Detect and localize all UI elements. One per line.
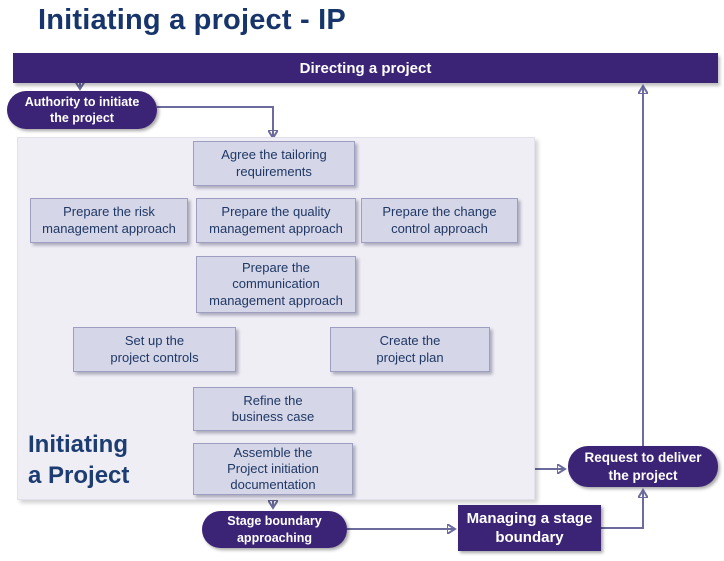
page-title: Initiating a project - IP <box>38 4 346 36</box>
directing-a-project-bar: Directing a project <box>13 53 718 83</box>
activity-refine-business-case: Refine the business case <box>193 387 353 431</box>
process-managing-a-stage-boundary: Managing a stage boundary <box>458 505 601 551</box>
initiating-a-project-label: Initiating a Project <box>28 431 130 490</box>
activity-prepare-quality-management-approach: Prepare the quality management approach <box>196 198 356 243</box>
activity-prepare-risk-management-approach: Prepare the risk management approach <box>30 198 188 243</box>
directing-a-project-label: Directing a project <box>299 59 432 77</box>
activity-prepare-change-control-approach: Prepare the change control approach <box>361 198 518 243</box>
activity-create-project-plan: Create the project plan <box>330 327 490 372</box>
activity-agree-tailoring-requirements: Agree the tailoring requirements <box>193 141 355 186</box>
trigger-stage-boundary-approaching: Stage boundary approaching <box>202 511 347 548</box>
trigger-request-to-deliver-project: Request to deliver the project <box>568 446 718 487</box>
activity-assemble-project-initiation-documentation: Assemble the Project initiation document… <box>193 443 353 495</box>
activity-set-up-project-controls: Set up the project controls <box>73 327 236 372</box>
initiating-a-project-container <box>17 137 535 500</box>
trigger-authority-to-initiate: Authority to initiate the project <box>7 91 157 129</box>
activity-prepare-communication-management-approach: Prepare the communication management app… <box>196 256 356 313</box>
